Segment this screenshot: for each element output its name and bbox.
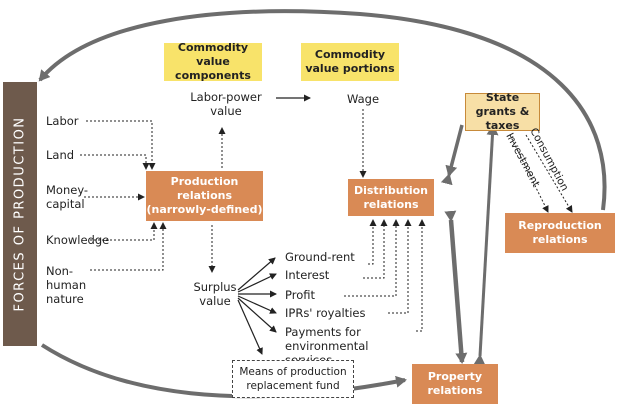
surplus-value-label: Surplus value xyxy=(193,280,237,308)
input-knowledge: Knowledge xyxy=(46,233,110,247)
forces-label: FORCES OF PRODUCTION xyxy=(12,116,28,312)
state-distribution-arrow xyxy=(449,124,464,175)
profit-label: Profit xyxy=(285,288,315,302)
production-relations-box: Production relations (narrowly-defined) xyxy=(146,171,263,221)
input-land: Land xyxy=(46,148,75,162)
ground-rent-label: Ground-rent xyxy=(285,250,355,264)
state-property-arrow xyxy=(473,124,499,366)
state-grants-box: State grants & taxes xyxy=(465,91,540,132)
portions-header: Commodity value portions xyxy=(301,43,399,81)
distribution-relations-box: Distribution relations xyxy=(348,179,434,216)
property-relations-box: Property relations xyxy=(412,364,498,404)
interest-label: Interest xyxy=(285,268,330,282)
top-arc-arrow xyxy=(38,9,607,211)
input-money-capital: Money-capital xyxy=(46,183,89,211)
input-labor: Labor xyxy=(46,114,79,128)
forces-of-production-bar: FORCES OF PRODUCTION xyxy=(3,82,37,346)
labor-power-value: Labor-power value xyxy=(190,90,262,118)
components-header: Commodity value components xyxy=(164,41,262,82)
wage-label: Wage xyxy=(347,92,380,106)
input-non-human-nature: Non-human nature xyxy=(46,264,87,306)
reproduction-relations-box: Reproduction relations xyxy=(505,213,615,253)
means-of-production-fund-box: Means of production replacement fund xyxy=(232,360,354,398)
distribution-property-arrow xyxy=(444,210,468,364)
iprs-royalties-label: IPRs' royalties xyxy=(285,306,366,320)
